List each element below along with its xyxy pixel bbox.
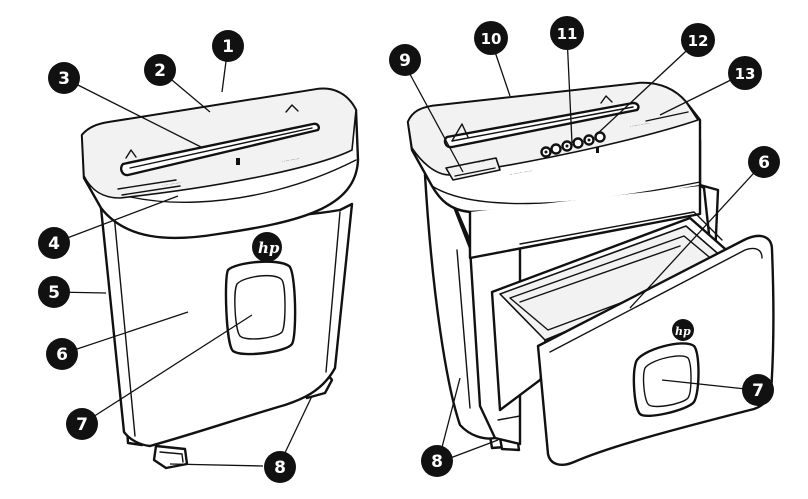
svg-text:hp: hp: [675, 325, 691, 338]
control-panel: [540, 131, 606, 158]
hp-logo-icon: hp: [252, 232, 282, 262]
svg-text:4: 4: [48, 234, 60, 254]
hp-logo-icon: hp: [672, 319, 694, 341]
bin-viewing-window: [224, 260, 297, 356]
svg-text:hp: hp: [258, 239, 280, 257]
svg-text:7: 7: [76, 415, 88, 435]
shredder-front-view: · ··· ········· · ···· ······· hp: [80, 87, 360, 470]
bin-viewing-window-open: [632, 342, 700, 417]
svg-text:1: 1: [222, 37, 234, 57]
svg-text:12: 12: [688, 32, 709, 50]
svg-text:5: 5: [48, 283, 60, 303]
svg-text:·· ······· ·······: ·· ······· ·······: [509, 168, 532, 177]
callout-5: 5: [38, 276, 70, 308]
svg-text:·· ···: ·· ···: [477, 159, 485, 165]
callout-3: 3: [48, 62, 80, 94]
callout-7-open: 7: [742, 374, 774, 406]
callout-1: 1: [212, 30, 244, 62]
card-slot: [117, 179, 177, 190]
callout-10: 10: [474, 21, 508, 55]
status-indicator: [645, 111, 689, 122]
callout-6: 6: [46, 338, 78, 370]
callout-9: 9: [389, 44, 421, 76]
callout-4: 4: [38, 227, 70, 259]
paper-feed-slot-open: [443, 101, 640, 149]
control-button-4: [572, 137, 584, 149]
svg-text:· ······ ·······: · ······ ·······: [629, 121, 650, 129]
callout-12: 12: [681, 23, 715, 57]
callouts: 1 2 3 4 5 6 7 8 9 10 11 12 13 6 7 8: [38, 16, 780, 483]
callout-8-open: 8: [421, 445, 453, 477]
shredder-open-view: ·· ··· · ······ ······· ·· ······· ·····…: [406, 81, 775, 466]
caster-front-left: [152, 444, 189, 470]
control-button-6: [594, 131, 606, 143]
svg-text:6: 6: [56, 345, 68, 365]
svg-text:· ··· ·········: · ··· ·········: [161, 180, 181, 188]
svg-text:11: 11: [557, 25, 578, 43]
svg-text:10: 10: [481, 30, 502, 48]
callout-7: 7: [66, 408, 98, 440]
callout-11: 11: [550, 16, 584, 50]
svg-text:8: 8: [274, 458, 286, 478]
svg-text:7: 7: [752, 381, 764, 401]
callout-2: 2: [144, 54, 176, 86]
callout-8: 8: [264, 451, 296, 483]
paper-feed-slot: [120, 122, 320, 177]
callout-13: 13: [728, 56, 762, 90]
svg-text:13: 13: [735, 65, 756, 83]
callout-6-open: 6: [748, 146, 780, 178]
svg-text:· ···· ·······: · ···· ·······: [281, 156, 299, 164]
svg-text:9: 9: [399, 51, 411, 71]
svg-text:2: 2: [154, 61, 166, 81]
svg-text:3: 3: [58, 69, 70, 89]
svg-text:8: 8: [431, 452, 443, 472]
control-button-2: [550, 143, 562, 155]
svg-text:6: 6: [758, 153, 770, 173]
